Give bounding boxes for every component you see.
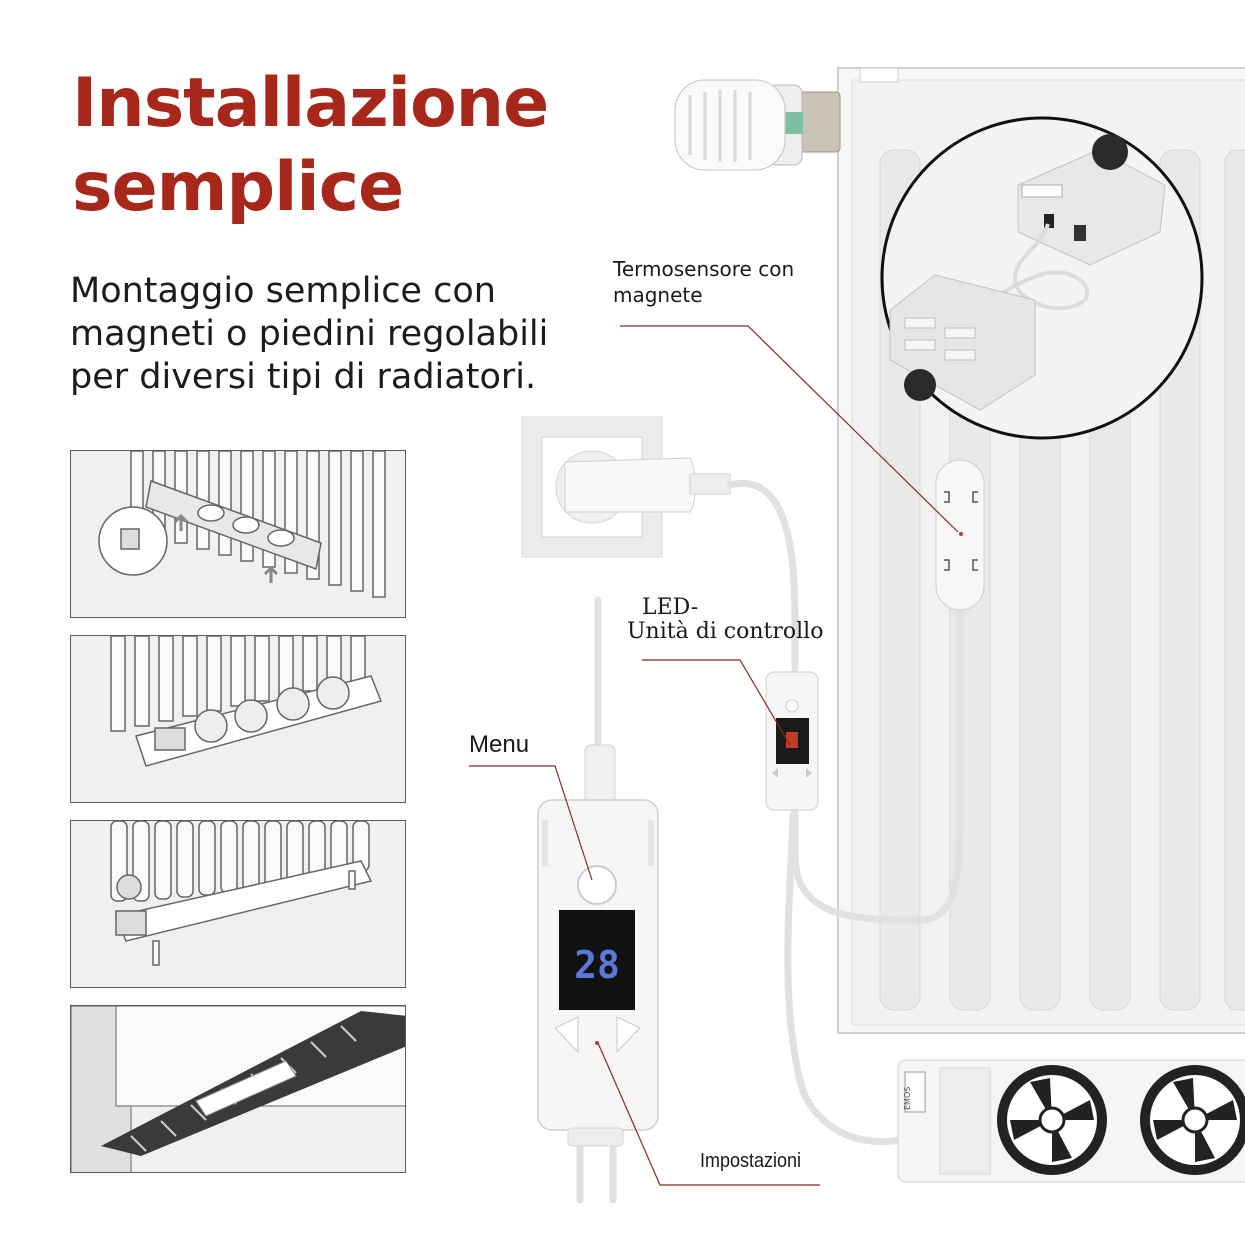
title-line-1: Installazione [72,64,549,143]
subtitle: Montaggio semplice con magneti o piedini… [70,271,549,397]
install-panel-magnets [70,450,406,618]
sensor-zoom-circle [880,116,1204,440]
title-line-2: semplice [72,148,404,227]
sensor-pod [935,459,985,611]
large-control-unit [537,744,659,1147]
fan-unit [897,1059,1245,1183]
page-title: Installazione semplice [72,62,549,230]
brand-label: EMOS [903,1086,912,1110]
thermostat-valve [674,79,841,171]
display-value: 28 [574,943,620,987]
label-led-line2: Unità di controllo [627,619,824,644]
install-panel-column-radiator [70,820,406,988]
label-led-line1: LED- [642,595,699,620]
control-display: 28 [562,920,632,1010]
label-menu: Menu [469,731,530,758]
led-control-unit [765,671,819,811]
wall-socket [521,416,731,558]
label-sensor: Termosensore con magnete [613,257,795,307]
install-panel-feet [70,635,406,803]
install-panel-floor-convector [70,1005,406,1173]
label-settings: Impostazioni [700,1150,802,1172]
leader-lines [469,325,959,1186]
